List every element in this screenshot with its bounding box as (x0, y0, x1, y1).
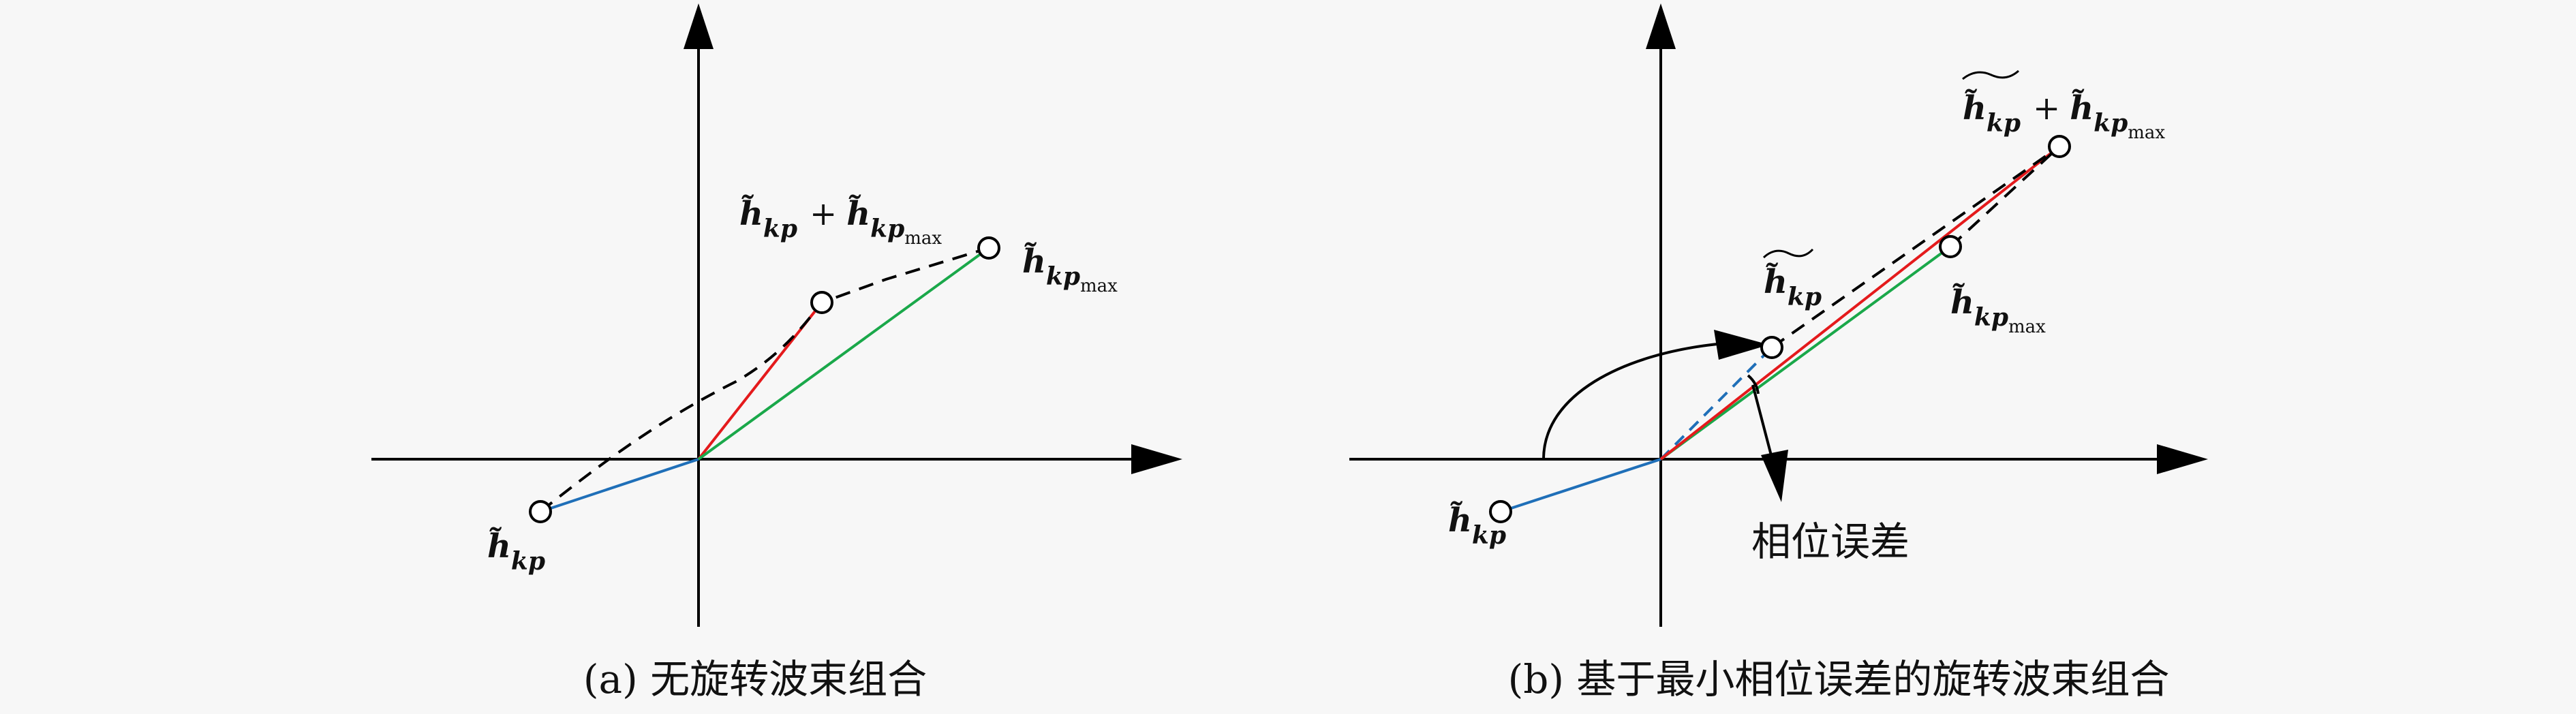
panel-b-phase-error-arc (1747, 374, 1760, 394)
panel-b-caption: (b) 基于最小相位误差的旋转波束组合 (1508, 656, 2170, 702)
panel-b-dashed-line-upper (1770, 145, 2061, 349)
panel-a: h̃kp h̃kp+h̃kpmax h̃kpmax (a) 无旋转波束组合 (371, 3, 1182, 702)
panel-b-rotation-arrowhead (1714, 330, 1769, 360)
panel-b-blue-vector (1500, 458, 1661, 513)
panel-b-point-rot (1760, 336, 1783, 359)
panel-b: h̃kp h̃kp h̃kpmax h̃kp+h̃kpmax 相位误差 (b) … (1349, 3, 2208, 702)
panel-a-green-vector (697, 247, 990, 461)
panel-b-y-axis-arrowhead (1646, 3, 1676, 49)
svg-text:h̃kp: h̃kp (1764, 262, 1822, 311)
panel-b-dashed-line-lower (1949, 145, 2061, 248)
panel-a-label-sum: h̃kp+h̃kpmax (739, 193, 942, 249)
panel-b-label-hkp: h̃kp (1448, 500, 1506, 550)
panel-b-label-rot-tilde (1762, 248, 1814, 259)
panel-a-label-hkp: h̃kp (487, 526, 545, 576)
panel-a-point-max (977, 236, 1000, 260)
panel-a-point-hkp (529, 500, 552, 523)
panel-a-caption: (a) 无旋转波束组合 (583, 656, 927, 702)
panel-a-blue-vector (540, 458, 699, 513)
panel-b-point-max (1939, 235, 1962, 258)
panel-b-blue-dashed-rotated (1659, 346, 1773, 461)
panel-b-phase-error-pointer (1751, 384, 1773, 459)
panel-b-label-sum: h̃kp+h̃kpmax (1962, 69, 2165, 143)
panel-b-phase-error-arrowhead (1761, 450, 1788, 502)
panel-b-x-axis-arrowhead (2157, 444, 2208, 474)
panel-a-point-sum (810, 291, 833, 314)
panel-a-x-axis-arrowhead (1131, 444, 1182, 474)
panel-b-red-vector (1659, 145, 2061, 461)
panel-b-point-hkp (1489, 500, 1512, 523)
panel-b-phase-error-label: 相位误差 (1751, 518, 1910, 565)
panel-b-rotation-arc (1542, 343, 1718, 460)
panel-a-label-max: h̃kpmax (1022, 241, 1118, 296)
panel-b-label-max: h̃kpmax (1950, 282, 2046, 337)
panel-b-point-sum (2048, 135, 2071, 158)
panel-b-label-rot: h̃kp (1762, 248, 1822, 311)
panel-b-label-sum-tilde (1962, 69, 2019, 80)
panel-a-dashed-curve (539, 247, 990, 513)
panel-b-green-vector (1659, 245, 1952, 461)
panel-a-y-axis-arrowhead (684, 3, 714, 49)
svg-text:h̃kp+h̃kpmax: h̃kp+h̃kpmax (1963, 88, 2165, 143)
